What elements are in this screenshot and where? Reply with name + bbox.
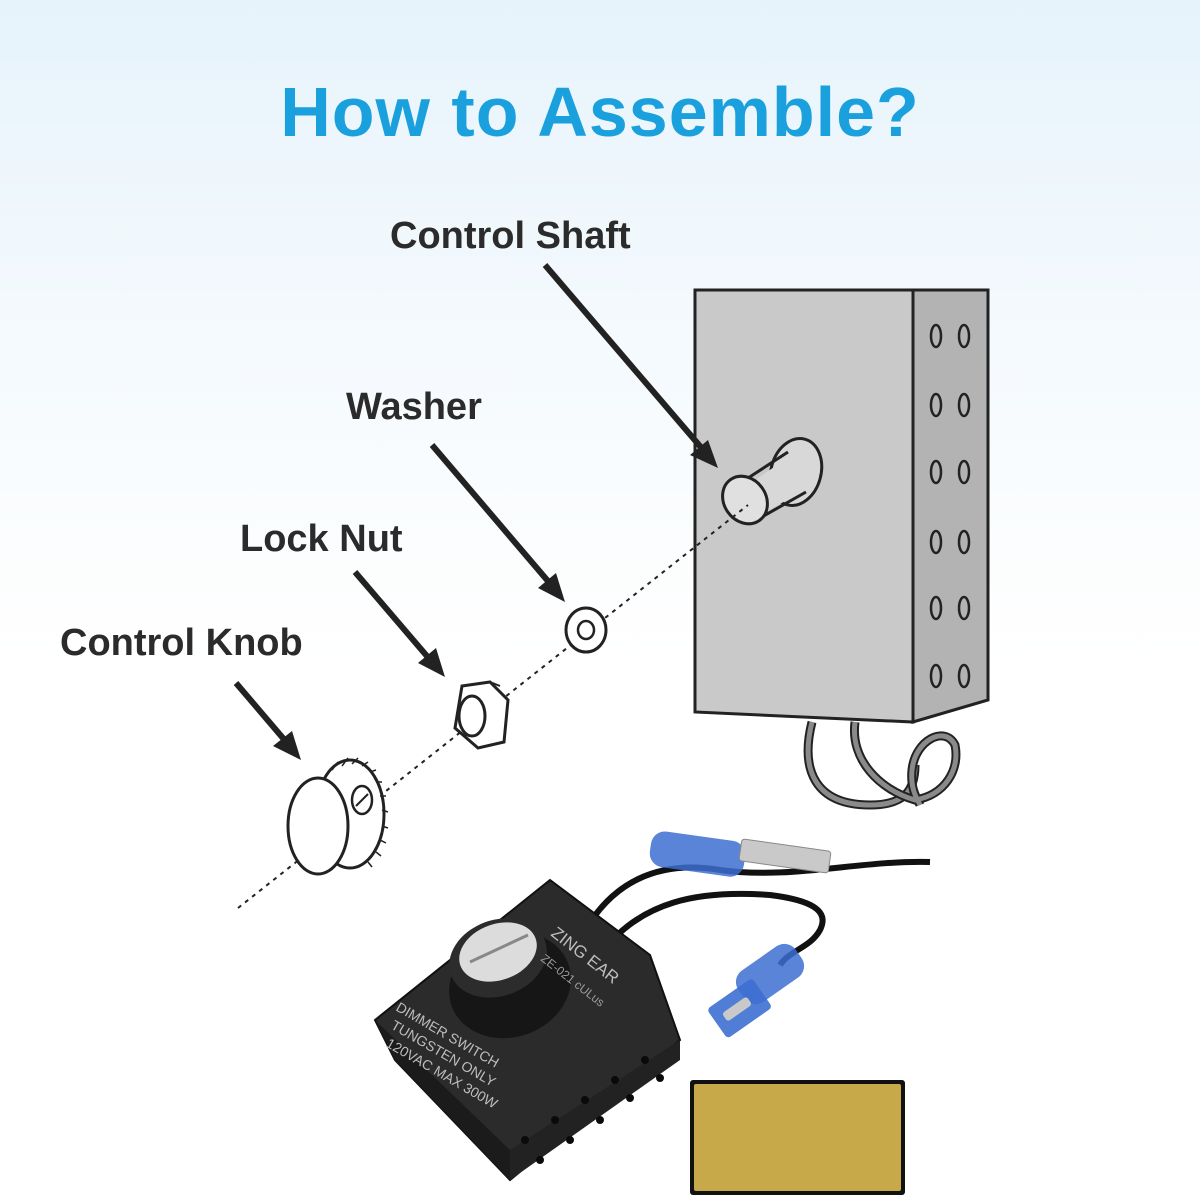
lock-nut [455, 682, 508, 748]
control-shaft-arrow [545, 265, 718, 468]
washer-arrow [432, 445, 565, 602]
control-knob [288, 758, 388, 874]
control-knob-arrow [236, 683, 301, 760]
lock-nut-arrow [355, 572, 445, 677]
adhesive-pad [690, 1080, 905, 1195]
appliance-box [695, 290, 988, 805]
terminal-bottom [707, 938, 810, 1038]
washer [566, 608, 606, 652]
